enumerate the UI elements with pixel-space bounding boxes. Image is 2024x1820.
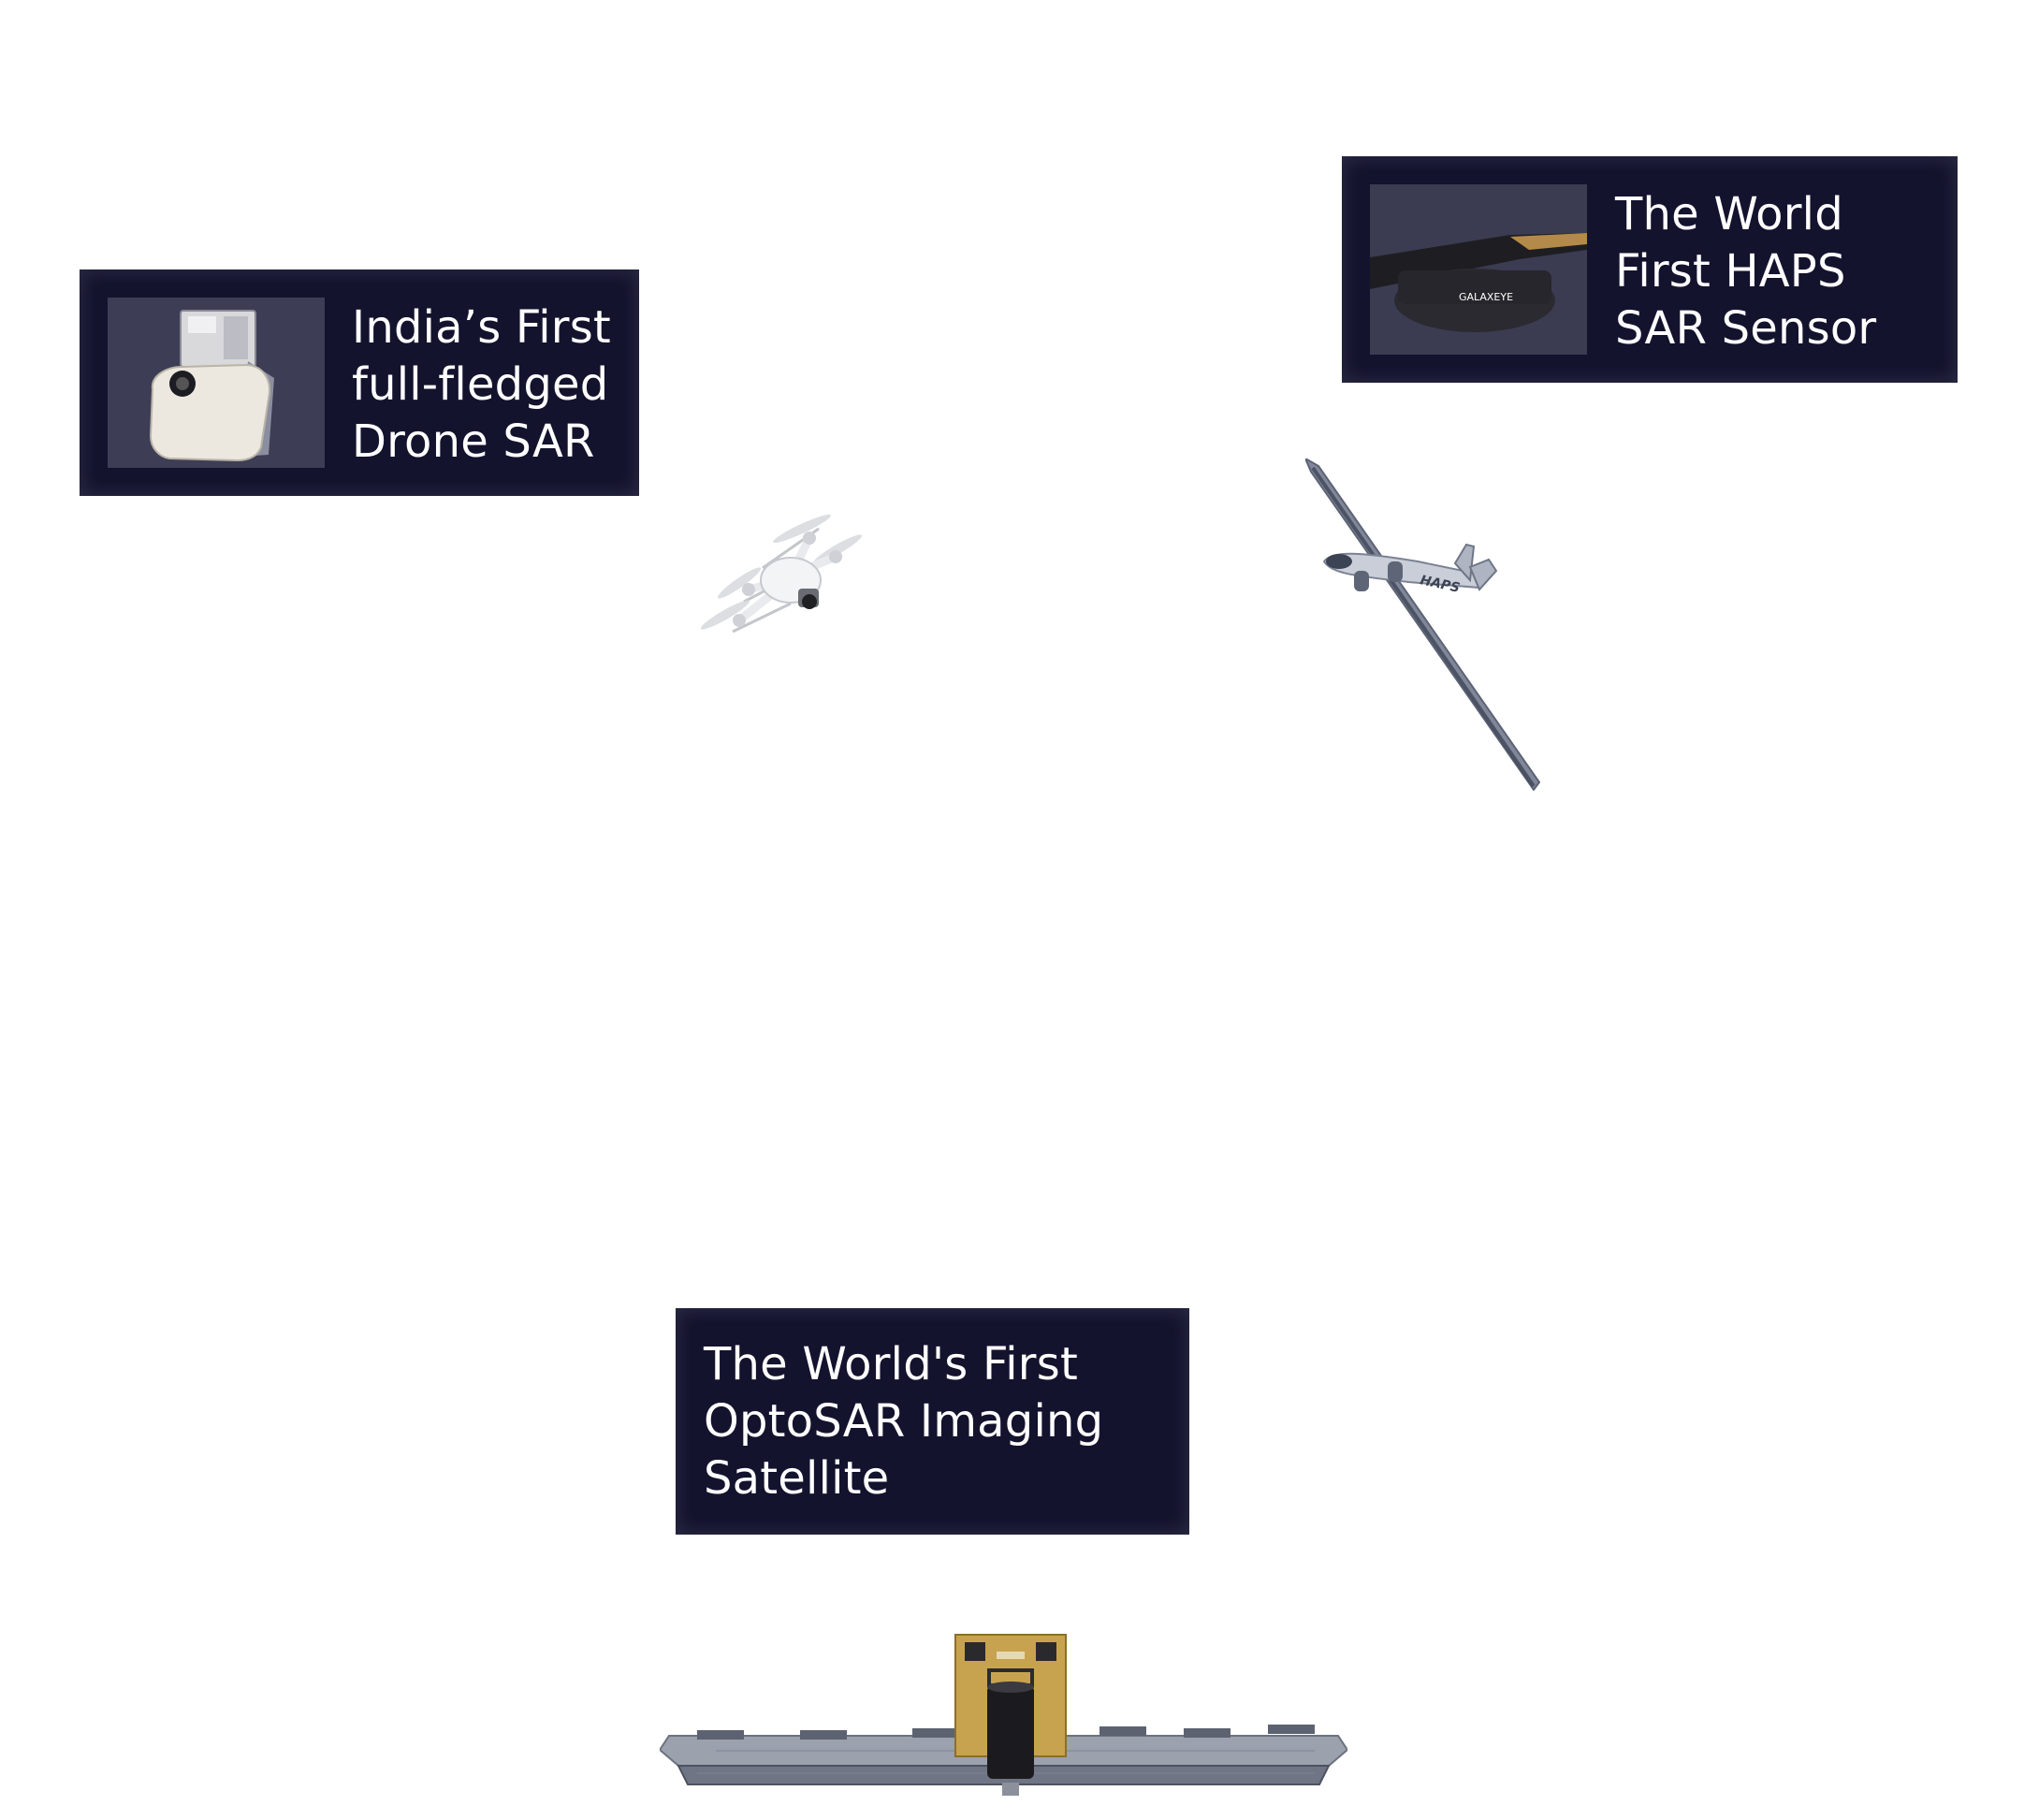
drone-sar-sensor-thumbnail <box>108 298 325 468</box>
haps-sar-card[interactable]: GALAXEYE The World First HAPS SAR Sensor <box>1342 156 1958 383</box>
haps-sar-sensor-icon: GALAXEYE <box>1370 184 1587 355</box>
drone-sar-card[interactable]: India’s First full-fledged Drone SAR <box>80 269 639 496</box>
optosar-satellite-caption: The World's First OptoSAR Imaging Satell… <box>704 1338 1104 1505</box>
drone-sar-sensor-icon <box>108 298 325 468</box>
haps-thumbnail-logo: GALAXEYE <box>1459 291 1513 303</box>
quadcopter-drone-icon <box>700 514 863 633</box>
optosar-satellite-card[interactable]: The World's First OptoSAR Imaging Satell… <box>676 1308 1189 1535</box>
optosar-satellite-icon <box>660 1634 1347 1796</box>
haps-sar-sensor-thumbnail: GALAXEYE <box>1370 184 1587 355</box>
haps-aircraft-icon: HAPS <box>1305 459 1541 791</box>
drone-sar-caption: India’s First full-fledged Drone SAR <box>352 301 611 468</box>
haps-sar-caption: The World First HAPS SAR Sensor <box>1615 188 1877 355</box>
